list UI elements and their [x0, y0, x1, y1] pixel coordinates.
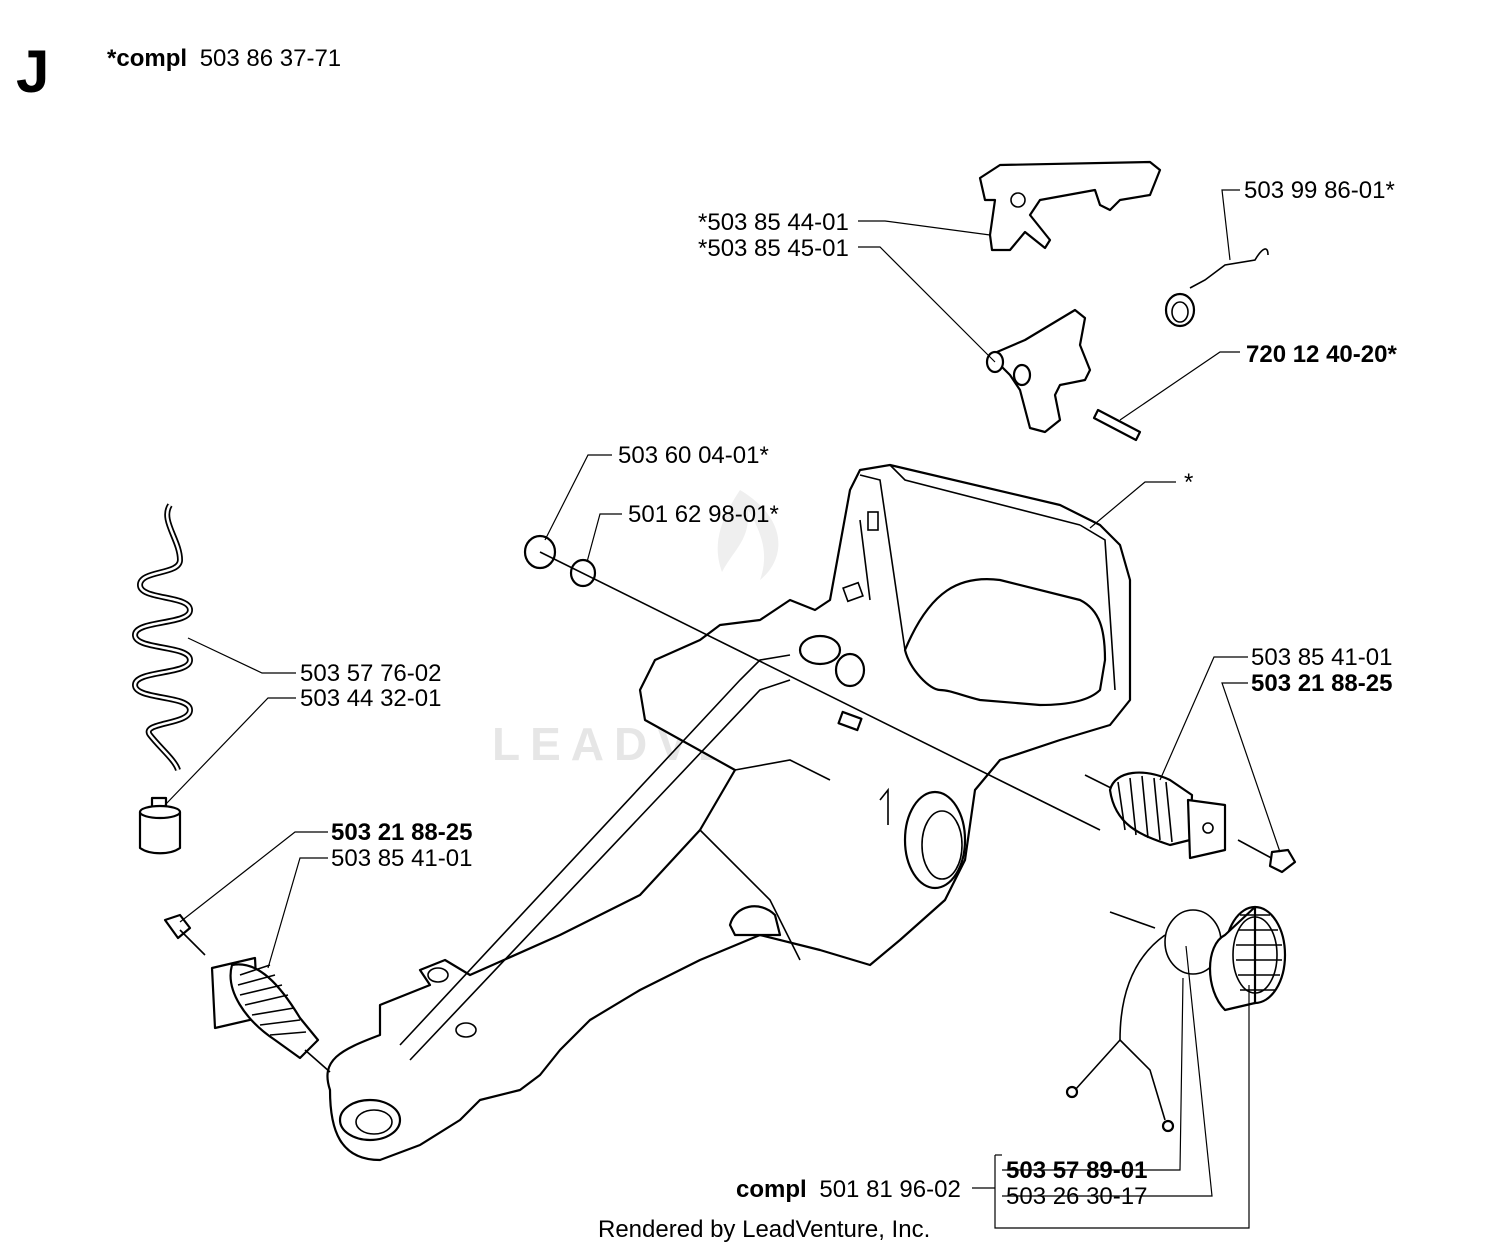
fuel-filter-part: [138, 796, 182, 855]
throttle-lock-part: [978, 160, 1162, 252]
header-compl: *compl 503 86 37-71: [107, 45, 341, 72]
footer-compl-number: 501 81 96-02: [819, 1176, 960, 1203]
left-av-spring-part: [163, 913, 331, 1073]
part-label-p5: 503 60 04-01*: [618, 442, 769, 469]
flame-icon: [717, 490, 779, 580]
part-label-p6: 501 62 98-01*: [628, 501, 779, 528]
part-label-p13: 503 85 41-01: [331, 845, 472, 872]
header-compl-number: 503 86 37-71: [200, 45, 341, 72]
bushing-parts: [523, 534, 1101, 831]
footer-compl-word: compl: [736, 1176, 807, 1203]
footer-compl: compl 501 81 96-02: [736, 1176, 961, 1203]
part-label-p4: 720 12 40-20*: [1246, 341, 1397, 368]
part-label-p9: 503 44 32-01: [300, 685, 441, 712]
throttle-trigger-part: [985, 308, 1092, 434]
part-label-p3: 503 99 86-01*: [1244, 177, 1395, 204]
section-letter: J: [16, 38, 49, 105]
leader-lines: [164, 189, 1281, 1229]
fuel-cap-part: [1065, 905, 1287, 1133]
rear-handle-housing: [326, 463, 1132, 1162]
part-label-p7: *: [1184, 469, 1193, 496]
credit-text: Rendered by LeadVenture, Inc.: [598, 1216, 930, 1243]
part-label-p10: 503 85 41-01: [1251, 644, 1392, 671]
fuel-hose-part: [131, 503, 194, 772]
part-label-p1: *503 85 44-01: [698, 209, 849, 236]
part-label-p11: 503 21 88-25: [1251, 670, 1392, 697]
part-label-p2: *503 85 45-01: [698, 235, 849, 262]
pin-part: [1092, 408, 1142, 442]
header-compl-word: *compl: [107, 45, 187, 72]
part-label-p8: 503 57 76-02: [300, 660, 441, 687]
torsion-spring-part: [1164, 248, 1269, 328]
right-av-spring-part: [1084, 771, 1297, 874]
part-label-p12: 503 21 88-25: [331, 819, 472, 846]
